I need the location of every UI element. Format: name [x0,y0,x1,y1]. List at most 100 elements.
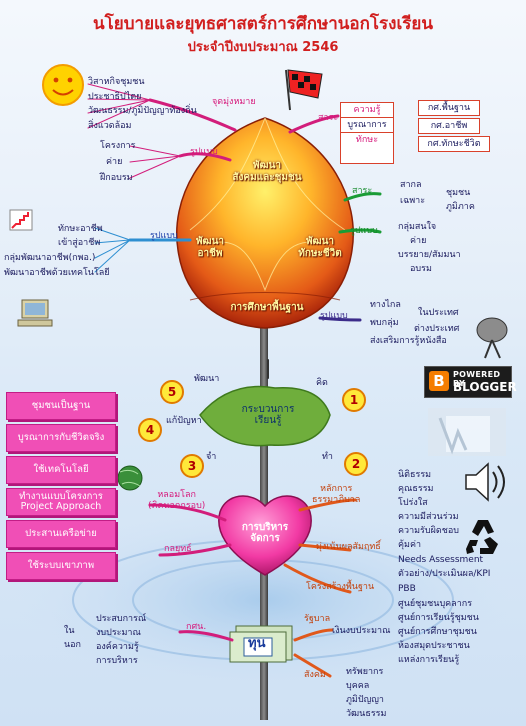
nfe-item: การบริหาร [96,656,138,666]
petal-line [189,117,266,231]
flower-bud [176,117,354,329]
branch-line [293,653,332,678]
step-label: ทำ [322,452,333,462]
page-subtitle: ประจำปีงบประมาณ 2546 [187,40,339,55]
mode-item: พบกลุ่ม [370,318,399,328]
mode-item: ส่งเสริมการรู้หนังสือ [370,336,447,346]
content-item: เฉพาะ [400,196,426,206]
step-badge: 4 [138,418,162,442]
petal-social: พัฒนา สังคมและชุมชน [232,160,302,183]
branch-line [87,83,151,129]
content-item: สากล [400,180,422,190]
content-label: ความรู้ [353,105,381,115]
results-item: ตัวอย่าง/ประเมินผล/KPI [398,569,491,579]
strategy-item: ชุมชนเป็นฐาน [6,392,116,420]
branch-line [318,316,362,322]
step-label: คิด [316,378,328,388]
branch-line [338,228,382,234]
governance-item: ความมีส่วนร่วม [398,512,459,522]
branch-line [178,152,232,162]
structure-item: แหล่งการเรียนรู้ [398,655,460,665]
branch-line [293,628,334,642]
branch-label-governance: หลักการ ธรรมาภิบาล [312,484,361,505]
governance-item: ความรับผิดชอบ [398,526,459,536]
petal-line [189,292,341,301]
branch-label-content: สาระ [318,113,339,123]
occupation-item: กลุ่มพัฒนาอาชีพ(กพอ.) [4,253,96,263]
smiley-sun-icon [42,64,84,106]
branch-line [148,503,227,522]
content-labels-box: ความรู้ บูรณาการ ทักษะ [340,102,394,164]
branch-line [129,145,181,179]
branch-label-form: รูปแบบ [190,147,218,157]
society-item: ทรัพยากร [346,667,384,677]
money-label: ทุน [248,636,266,651]
recycle-icon [466,520,498,554]
branch-label-society: สังคม [304,670,326,680]
step-label: แก้ปัญหา [166,416,202,426]
nfe-item: องค์ความรู้ [96,642,139,652]
strategy-item: ใช้เทคโนโลยี [6,456,116,484]
petal-lifeskill: พัฒนา ทักษะชีวิต [298,236,342,259]
goal-item: วัฒนธรรม/ภูมิปัญญาท้องถิ่น [88,106,197,116]
branch-label-government: รัฐบาล [304,614,331,624]
nfe-item: ประสบการณ์ [96,614,147,624]
nfe-group: ใน [64,626,75,636]
society-item: ภูมิปัญญา [346,695,384,705]
branch-line [158,543,232,557]
powered-by-blogger-badge[interactable]: B POWERED BY BLOGGER [424,366,517,398]
petal-line [204,241,331,292]
strategy-item: บูรณาการกับชีวิตจริง [6,424,116,452]
branch-line [343,192,382,202]
branch-label-think: หลอมโลก (คิดนอกกรอบ) [148,490,206,511]
structure-item: ห้องสมุดประชาชน [398,641,470,651]
structure-item: ศูนย์การเรียนรู้ชุมชน [398,613,479,623]
step-badge: 1 [342,388,366,412]
form-item: ค่าย [410,236,427,246]
form-item: ค่าย [106,157,123,167]
form-item: โครงการ [100,141,136,151]
branch-line [94,227,131,273]
occupation-item: เข้าสู่อาชีพ [58,238,101,248]
content-box: กศ.พื้นฐาน [418,100,480,116]
results-item: PBB [398,584,416,594]
occupation-item: ทักษะอาชีพ [58,224,103,234]
mode-item: ทางไกล [370,300,401,310]
occupation-item: พัฒนาอาชีพด้วยเทคโนโลยี [4,268,110,278]
structure-item: ศูนย์ชุมชนบุคลากร [398,599,473,609]
computer-icon [17,299,53,327]
government-item: เงินงบประมาณ [332,626,391,636]
strategy-item: ประสานเครือข่าย [6,520,116,548]
process-leaf [199,385,331,447]
strategy-item: ใช้ระบบเขาภาพ [6,552,116,580]
content-label: ทักษะ [355,135,379,145]
content-label: บูรณาการ [341,117,393,133]
branch-label-structure: โครงสร้างพื้นฐาน [306,582,375,592]
heart-shape [218,495,312,576]
content-box: กศ.อาชีพ [418,118,480,134]
heart-center-label: การบริหาร จัดการ [241,522,289,544]
branch-label-content-2: สาระ [352,186,373,196]
branch-line [298,543,352,552]
branch-line [178,630,234,642]
speaker-icon [465,462,505,502]
nfe-group: นอก [64,640,82,650]
page-title: นโยบายและยุทธศาสตร์การศึกษานอกโรงเรียน [93,14,433,34]
watermark-logo [428,408,506,456]
branch-line [288,114,340,134]
petal-occupation: พัฒนา อาชีพ [195,236,225,259]
content-item: ภูมิภาค [446,202,475,212]
petal-line [264,117,346,231]
governance-item: นิติธรรม [398,470,432,480]
strategy-item: ทำงานแบบโครงการ Project Approach [6,488,116,516]
branch-label-strategy: กลยุทธ์ [164,544,192,554]
branch-label-form-4: รูปแบบ [320,311,348,321]
branch-label-results: มุ่งเน้นผลสัมฤทธิ์ [316,542,381,552]
goal-item: สิ่งแวดล้อม [88,121,132,131]
step-badge: 5 [160,380,184,404]
branch-label-goal: จุดมุ่งหมาย [212,97,256,107]
process-center-label: กระบวนการ เรียนรู้ [241,404,295,426]
petal-basic-education: การศึกษาพื้นฐาน [230,302,304,313]
